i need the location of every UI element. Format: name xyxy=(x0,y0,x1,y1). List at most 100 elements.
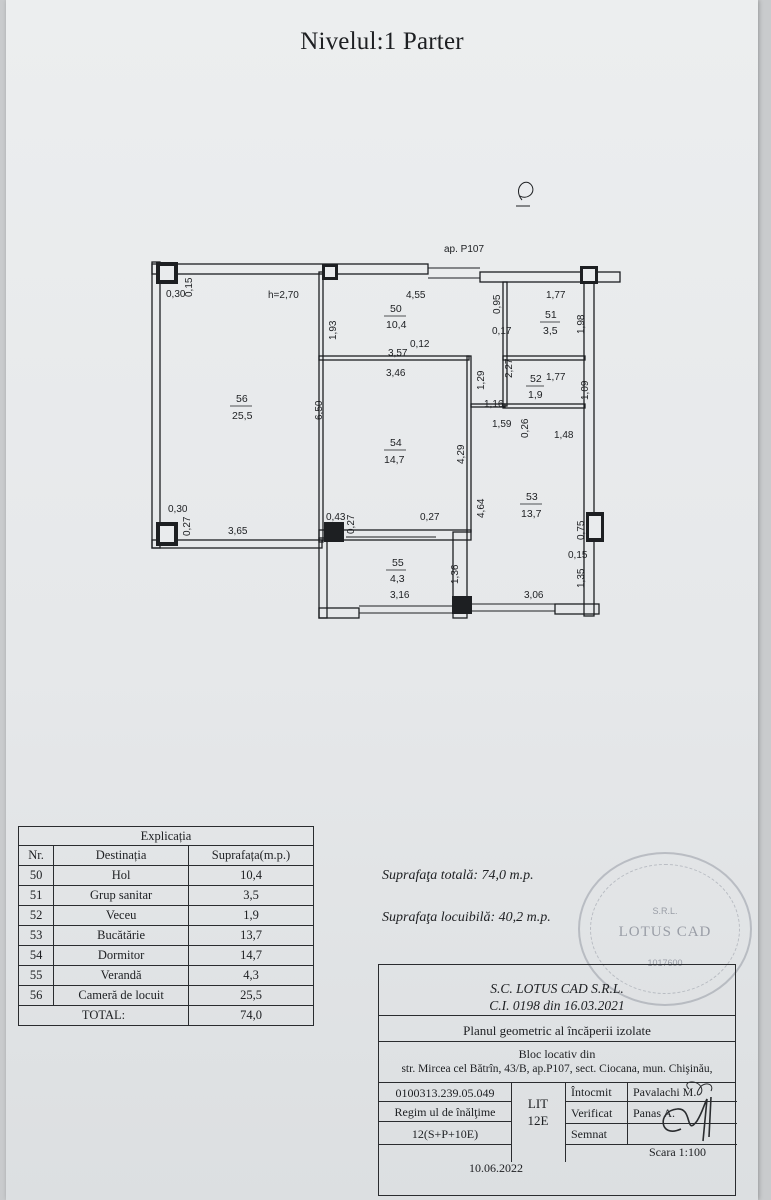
floor-plan: ap. P107 h=2,70 50 10,4 51 3,5 52 1,9 53… xyxy=(151,181,621,619)
cell-destination: Veceu xyxy=(53,905,190,926)
regime-value: 12(S+P+10E) xyxy=(411,1127,479,1141)
dim-label: 1,35 xyxy=(576,568,587,588)
name-prepared: Pavalachi M. xyxy=(633,1085,697,1099)
role-verified: Verificat xyxy=(571,1106,613,1120)
dim-label: 1,59 xyxy=(492,419,512,430)
cell-destination: Verandă xyxy=(53,965,190,986)
dim-label: 0,15 xyxy=(184,277,195,297)
cell-destination: Grup sanitar xyxy=(53,885,190,906)
dim-label: 1,36 xyxy=(450,564,461,584)
room-number: 54 xyxy=(390,437,402,449)
room-area: 3,5 xyxy=(543,325,558,337)
room-area: 14,7 xyxy=(384,454,405,466)
scale-text: Scara 1:100 xyxy=(649,1145,706,1159)
lit-value: 12E xyxy=(527,1113,549,1128)
wall-veranda-left xyxy=(318,537,328,619)
column-bm xyxy=(324,522,344,542)
stamp-top-text: S.R.L. xyxy=(652,906,678,916)
table-row: 54 Dormitor 14,7 xyxy=(17,945,314,966)
wall-hol-bottom xyxy=(318,355,470,361)
dim-label: 0,30 xyxy=(166,289,186,300)
wall-left xyxy=(151,261,161,549)
dim-label: 1,77 xyxy=(546,290,566,301)
cell-area: 3,5 xyxy=(188,885,314,906)
living-area-text: Suprafaţa locuibilă: 40,2 m.p. xyxy=(382,910,551,925)
dim-label: 0,27 xyxy=(182,516,193,536)
table-total-row: TOTAL: 74,0 xyxy=(17,1005,314,1026)
signature-icon xyxy=(662,1081,713,1142)
building-text: Bloc locativ din xyxy=(518,1047,596,1061)
dim-label: 0,26 xyxy=(520,418,531,438)
dim-label: 1,93 xyxy=(328,320,339,340)
dim-label: 4,29 xyxy=(456,444,467,464)
dim-label: 4,55 xyxy=(406,290,426,301)
cell-area: 10,4 xyxy=(188,865,314,886)
cell-nr: 56 xyxy=(17,985,55,1006)
dim-label: 3,57 xyxy=(388,348,408,359)
room-number: 52 xyxy=(530,373,542,385)
company-name: S.C. LOTUS CAD S.R.L. xyxy=(490,981,624,996)
stamp-bottom-text: 1017600 xyxy=(647,958,683,968)
dim-label: 0,75 xyxy=(576,520,587,540)
table-row: 52 Veceu 1,9 xyxy=(17,905,314,926)
height-label: h=2,70 xyxy=(268,290,299,301)
dim-label: 1,09 xyxy=(580,380,591,400)
role-signed: Semnat xyxy=(571,1127,607,1141)
address-text: str. Mircea cel Bătrîn, 43/B, ap.P107, s… xyxy=(401,1063,713,1075)
wall-dormitor-right xyxy=(466,355,472,533)
cell-destination: Bucătărie xyxy=(53,925,190,946)
cell-area: 13,7 xyxy=(188,925,314,946)
dim-label: 3,06 xyxy=(524,590,544,601)
wall-top-left xyxy=(151,263,429,275)
room-area: 25,5 xyxy=(232,410,253,422)
dim-label: 0,27 xyxy=(420,512,440,523)
room-area: 4,3 xyxy=(390,573,405,585)
dim-label: 0,27 xyxy=(346,514,357,534)
column-bb xyxy=(452,596,472,614)
legend-header: Nr. xyxy=(17,845,55,866)
table-row: 53 Bucătărie 13,7 xyxy=(17,925,314,946)
dim-label: 1,98 xyxy=(576,314,587,334)
room-number: 50 xyxy=(390,303,402,315)
cell-nr: 52 xyxy=(17,905,55,926)
table-row: 56 Cameră de locuit 25,5 xyxy=(17,985,314,1006)
lit-label: LIT xyxy=(527,1096,549,1111)
cell-area: 1,9 xyxy=(188,905,314,926)
company-certificate: C.I. 0198 din 16.03.2021 xyxy=(489,998,625,1013)
cell-nr: 51 xyxy=(17,885,55,906)
cell-area: 14,7 xyxy=(188,945,314,966)
dim-label: 4,64 xyxy=(476,498,487,518)
page-title: Nivelul:1 Parter xyxy=(300,28,464,55)
cell-nr: 54 xyxy=(17,945,55,966)
dim-label: 1,16 xyxy=(484,399,504,410)
wall-bath-bottom xyxy=(502,355,586,361)
cell-area: 4,3 xyxy=(188,965,314,986)
wall-bath-left xyxy=(502,281,508,407)
dim-label: 2,27 xyxy=(504,358,515,378)
wall-mid xyxy=(318,271,324,543)
dim-label: 0,17 xyxy=(492,326,512,337)
table-row: 55 Verandă 4,3 xyxy=(17,965,314,986)
wall-veranda-bottom-l xyxy=(318,607,360,619)
company-stamp: S.R.L. LOTUS CAD 1017600 xyxy=(578,852,752,1006)
dim-label: 0,15 xyxy=(568,550,588,561)
room-area: 10,4 xyxy=(386,319,407,331)
room-area: 13,7 xyxy=(521,508,542,520)
room-number: 53 xyxy=(526,491,538,503)
wall-veranda-top xyxy=(318,529,472,541)
cell-nr: 53 xyxy=(17,925,55,946)
apartment-label: ap. P107 xyxy=(444,244,484,255)
cell-destination: Hol xyxy=(53,865,190,886)
legend-caption: Explicația xyxy=(18,826,314,846)
wall-wc-bottom xyxy=(502,403,586,409)
legend-header: Destinația xyxy=(53,845,190,866)
wall-bottom-right xyxy=(554,603,600,615)
regime-label: Regim ul de înălţime xyxy=(394,1105,496,1119)
dim-label: 0,30 xyxy=(168,504,188,515)
total-label: TOTAL: xyxy=(17,1005,190,1026)
dim-label: 0,95 xyxy=(492,294,503,314)
date-text: 10.06.2022 xyxy=(469,1161,523,1175)
room-number: 55 xyxy=(392,557,404,569)
cell-area: 25,5 xyxy=(188,985,314,1006)
dim-label: 3,46 xyxy=(386,368,406,379)
